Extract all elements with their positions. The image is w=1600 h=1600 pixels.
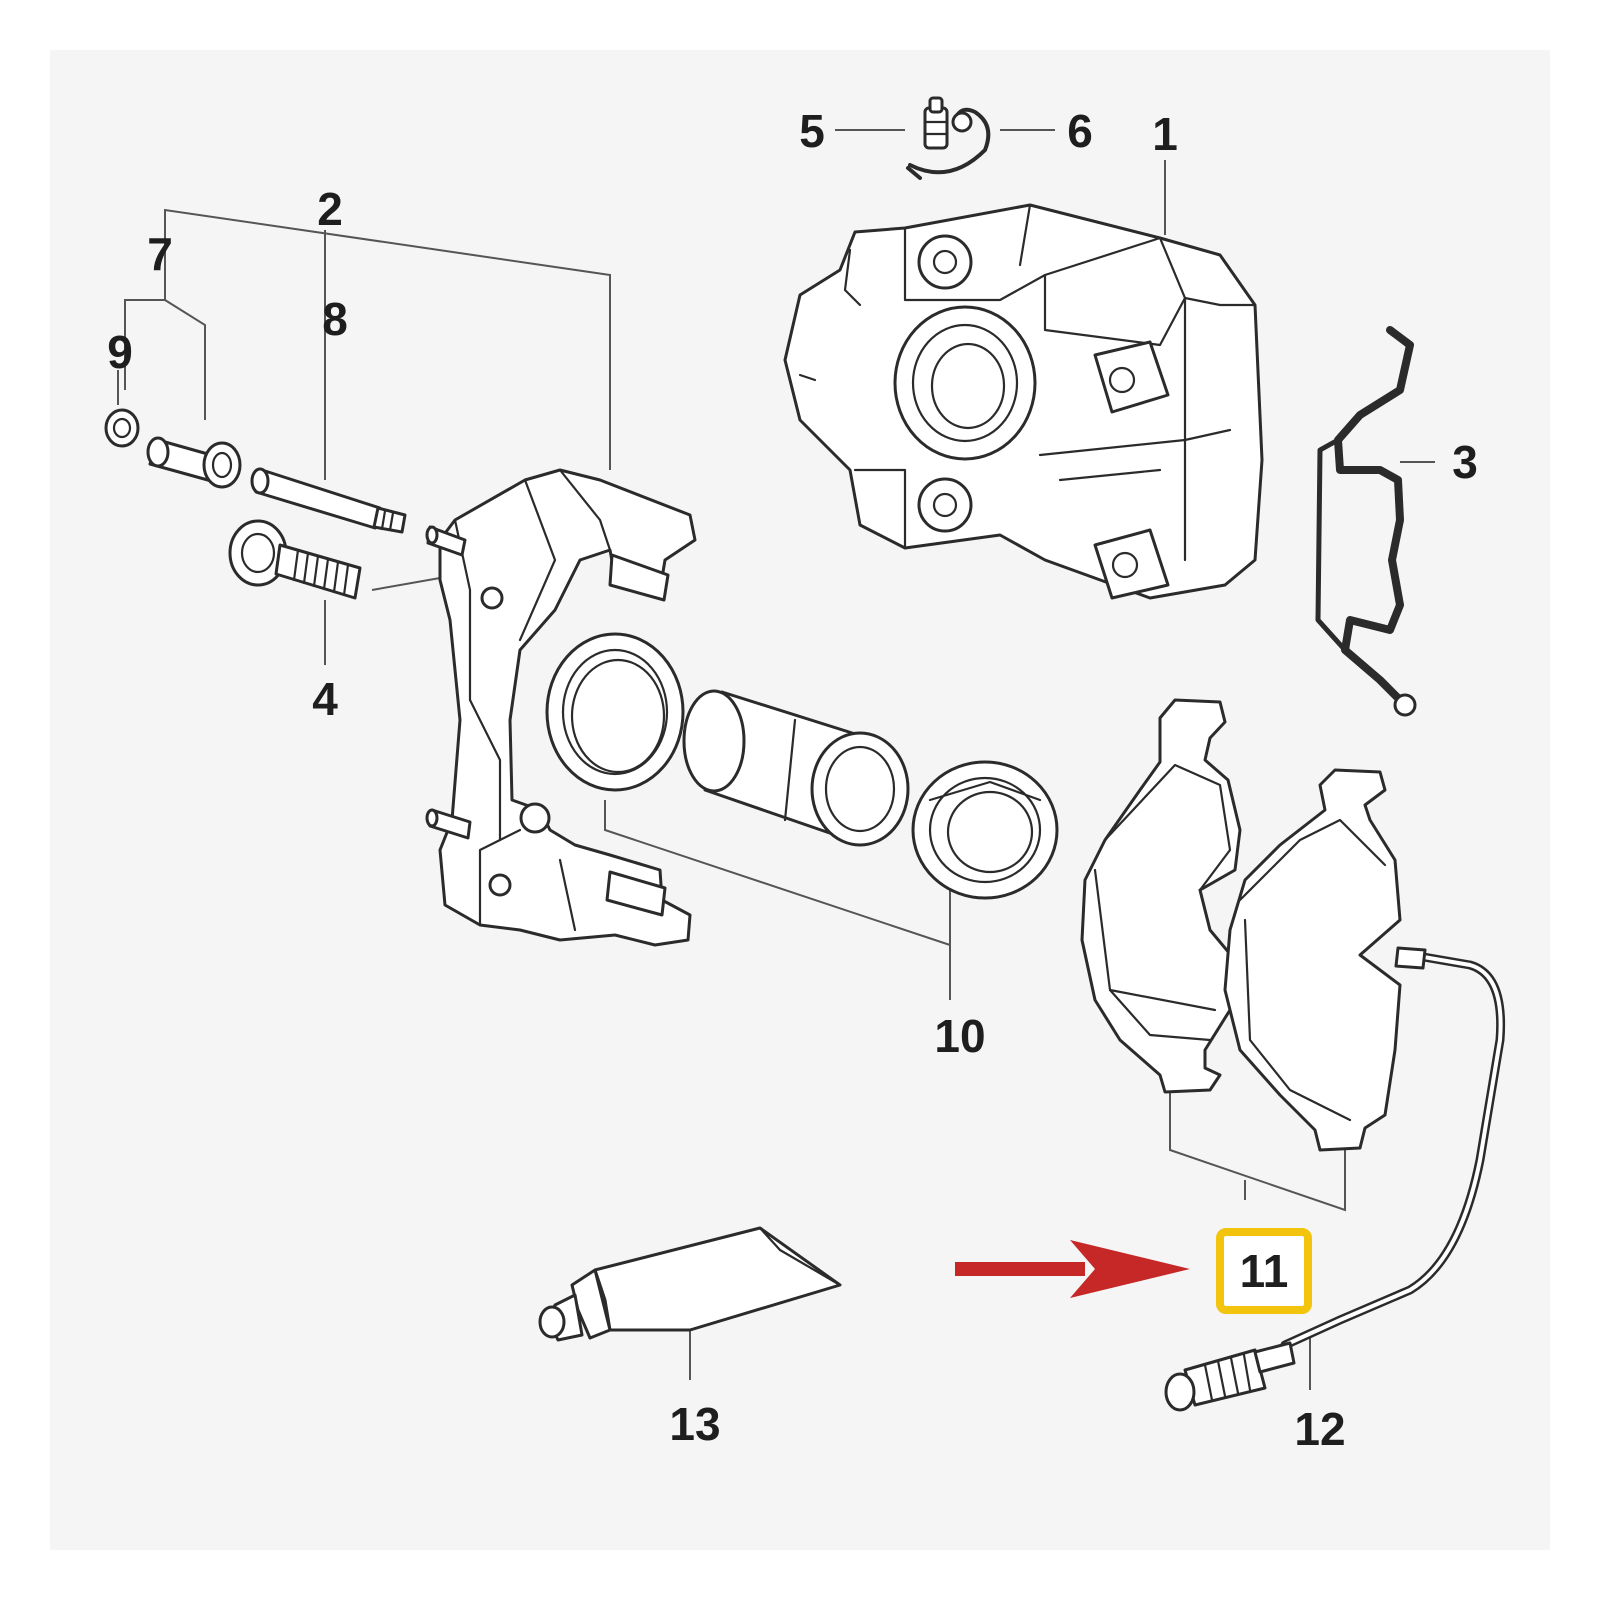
anti-rattle-clip[interactable] xyxy=(1315,326,1417,717)
guide-sleeve[interactable] xyxy=(146,436,242,489)
callout-10[interactable]: 10 xyxy=(934,1010,985,1062)
wear-sensor[interactable] xyxy=(1164,946,1506,1412)
caliper-housing[interactable] xyxy=(783,203,1264,600)
dust-boot[interactable] xyxy=(911,760,1059,900)
callout-labels: 1 2 3 4 5 6 7 8 9 10 11 12 13 xyxy=(107,105,1478,1455)
grease-tube[interactable] xyxy=(538,1226,842,1342)
brake-piston[interactable] xyxy=(682,689,910,847)
bleeder-valve[interactable] xyxy=(923,96,949,150)
callout-8[interactable]: 8 xyxy=(322,293,348,345)
caliper-carrier[interactable] xyxy=(425,468,697,947)
guide-pin[interactable] xyxy=(250,467,407,534)
callout-1[interactable]: 1 xyxy=(1152,108,1178,160)
callout-7[interactable]: 7 xyxy=(147,228,173,280)
callout-6[interactable]: 6 xyxy=(1067,105,1093,157)
callout-13[interactable]: 13 xyxy=(669,1398,720,1450)
brake-pad-outer[interactable] xyxy=(1223,768,1402,1152)
caliper-bolt[interactable] xyxy=(228,519,362,600)
brake-pad-inner[interactable] xyxy=(1080,698,1242,1094)
highlight-box xyxy=(1216,1228,1312,1314)
leader-lines xyxy=(117,129,1435,1390)
callout-3[interactable]: 3 xyxy=(1452,436,1478,488)
callout-4[interactable]: 4 xyxy=(312,673,338,725)
guide-cap[interactable] xyxy=(104,408,140,448)
callout-2[interactable]: 2 xyxy=(317,183,343,235)
callout-12[interactable]: 12 xyxy=(1294,1403,1345,1455)
dust-cap[interactable] xyxy=(906,107,991,180)
piston-seal[interactable] xyxy=(545,632,685,792)
callout-9[interactable]: 9 xyxy=(107,326,133,378)
callout-5[interactable]: 5 xyxy=(799,105,825,157)
callout-11[interactable]: 11 xyxy=(1240,1245,1289,1297)
highlight-arrow xyxy=(955,1240,1190,1298)
